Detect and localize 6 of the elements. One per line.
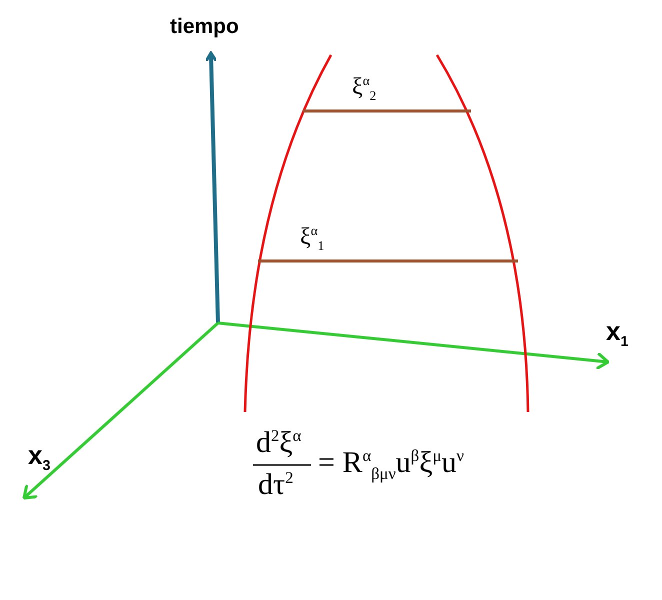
- equation-denominator: dτ$^{2}$: [258, 470, 294, 500]
- axis-label: x$_{1}$: [606, 318, 628, 350]
- axis-label: x$_{3}$: [28, 442, 50, 474]
- axis-label: tiempo: [170, 16, 239, 37]
- equation-numerator: d$^{2}$ξ$^{α}$: [256, 428, 302, 458]
- equation-term: = R$^{α}$$_{βμν}$u$^{β}$ξ$^{μ}$u$^{ν}$: [318, 448, 464, 482]
